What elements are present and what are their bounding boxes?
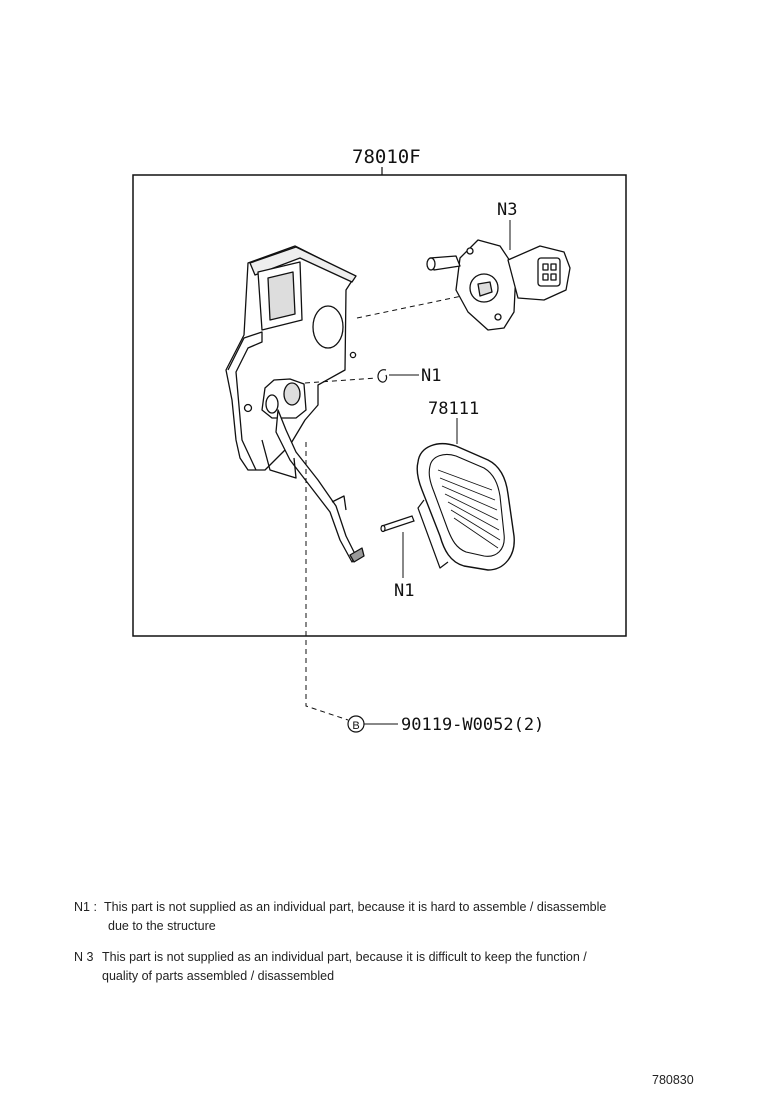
footnote-n3-continuation: quality of parts assembled / disassemble… xyxy=(102,969,335,983)
footnote-n1: N1 : This part is not supplied as an indi… xyxy=(74,898,606,936)
pin-label: N1 xyxy=(394,581,414,601)
pedal-pad xyxy=(416,443,515,571)
bolt-symbol-letter: B xyxy=(352,720,359,732)
pedal-bracket-assembly xyxy=(225,245,365,563)
bolt-part-number: 90119-W0052(2) xyxy=(401,715,544,735)
assembly-frame xyxy=(132,174,627,637)
clip-label: N1 xyxy=(421,366,441,386)
footnote-n3-mark: N 3 xyxy=(74,950,94,964)
figure-code: 780830 xyxy=(652,1073,694,1087)
footnote-n1-continuation: due to the structure xyxy=(108,919,216,933)
pad-number-label: 78111 xyxy=(428,399,479,419)
retaining-clip xyxy=(377,369,388,383)
pedal-pin xyxy=(380,515,415,533)
clip-dashed-leader xyxy=(304,377,377,384)
footnote-n3-text: This part is not supplied as an individu… xyxy=(102,950,587,964)
footnote-n3: N 3 This part is not supplied as an indiv… xyxy=(74,948,587,986)
assembly-number-label: 78010F xyxy=(352,146,421,168)
throttle-position-sensor xyxy=(426,239,571,331)
bolt-dashed-leader xyxy=(305,442,349,721)
sensor-label: N3 xyxy=(497,200,517,220)
sensor-dashed-leader xyxy=(356,295,463,319)
footnote-n1-text: This part is not supplied as an individu… xyxy=(104,900,607,914)
footnote-n1-mark: N1 : xyxy=(74,900,97,914)
